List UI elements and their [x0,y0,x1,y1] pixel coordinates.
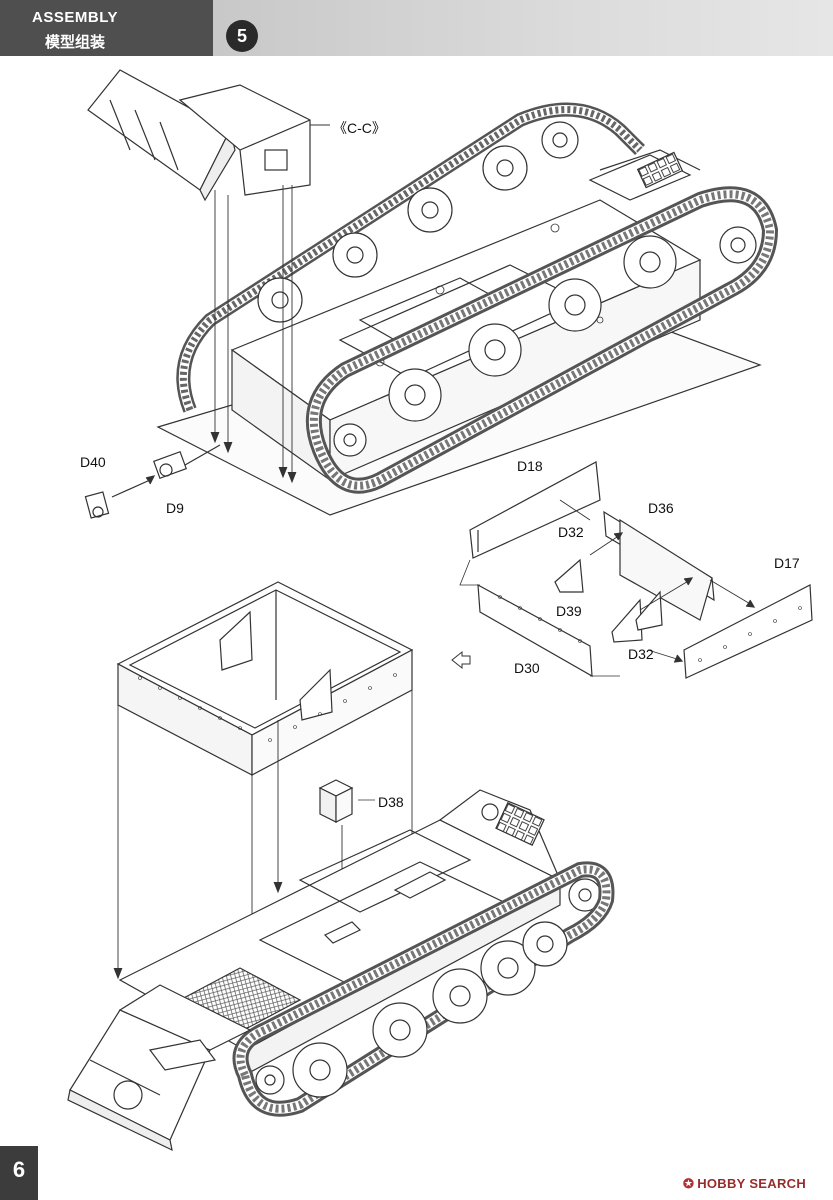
part-d40-d9 [84,444,221,519]
watermark: ✪HOBBY SEARCH [683,1176,806,1192]
part-label-d18: D18 [517,458,543,474]
part-label-d32-top: D32 [558,524,584,540]
part-label-d39: D39 [556,603,582,619]
watermark-text: HOBBY SEARCH [697,1176,807,1191]
side-panel-subassembly [459,461,813,679]
part-label-d17: D17 [774,555,800,571]
step-number-badge: 5 [226,20,258,52]
part-label-d40: D40 [80,454,106,470]
assembly-header: ASSEMBLY 模型组装 5 [0,0,833,56]
spade-guide-arrows [210,124,330,484]
part-label-d36: D36 [648,500,674,516]
section-ref-cc: 《C-C》 [333,120,386,136]
part-label-d32-bottom: D32 [628,646,654,662]
assembly-title-cn: 模型组装 [44,34,105,51]
header-gradient-bar [213,0,833,56]
lower-track-assembly [232,861,615,1117]
assembly-title-en: ASSEMBLY [32,9,118,26]
header-title-block: ASSEMBLY 模型组装 [0,0,213,56]
outline-arrow-icon [451,650,471,670]
part-label-d9: D9 [166,500,184,516]
superstructure-box [116,581,414,776]
part-label-d30: D30 [514,660,540,676]
page-number: 6 [0,1146,38,1200]
rear-spade-assembly [87,69,311,202]
upper-hull-assembly [156,102,779,516]
front-spade-assembly [67,984,252,1152]
hobby-search-logo-icon: ✪ [683,1176,695,1191]
part-label-d38: D38 [378,794,404,810]
